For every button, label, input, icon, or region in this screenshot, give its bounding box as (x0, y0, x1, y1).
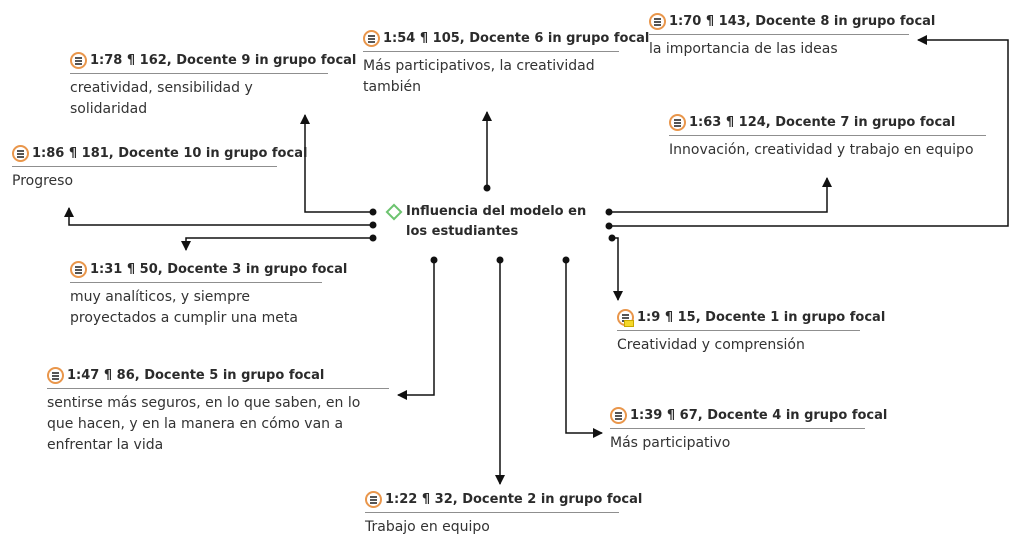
quote-ref: 1:70 ¶ 143, Docente 8 in grupo focal (669, 14, 936, 29)
quote-text: Más participativos, la creatividad tambi… (363, 58, 595, 95)
quote-node-docente-10[interactable]: 1:86 ¶ 181, Docente 10 in grupo focal Pr… (12, 145, 307, 192)
link-to-docente-10 (64, 207, 372, 226)
quote-text: Progreso (12, 173, 74, 189)
quote-node-docente-6[interactable]: 1:54 ¶ 105, Docente 6 in grupo focal Más… (363, 30, 649, 98)
quote-text: Innovación, creatividad y trabajo en equ… (669, 142, 974, 158)
quote-ref: 1:47 ¶ 86, Docente 5 in grupo focal (67, 368, 325, 383)
link-to-docente-3 (181, 237, 372, 251)
quote-icon (669, 114, 686, 131)
quote-header: 1:54 ¶ 105, Docente 6 in grupo focal (363, 30, 649, 52)
link-to-docente-8 (609, 35, 1009, 227)
quote-header: 1:47 ¶ 86, Docente 5 in grupo focal (47, 367, 389, 389)
link-origin-dot (562, 256, 570, 264)
quote-node-docente-8[interactable]: 1:70 ¶ 143, Docente 8 in grupo focal la … (649, 13, 935, 60)
quote-header: 1:22 ¶ 32, Docente 2 in grupo focal (365, 491, 642, 513)
quote-text: la importancia de las ideas (649, 41, 838, 57)
quote-node-docente-2[interactable]: 1:22 ¶ 32, Docente 2 in grupo focal Trab… (365, 491, 642, 538)
link-origin-dot (483, 184, 491, 192)
quote-header: 1:9 ¶ 15, Docente 1 in grupo focal (617, 309, 885, 331)
link-origin-dot (605, 222, 613, 230)
quote-ref: 1:39 ¶ 67, Docente 4 in grupo focal (630, 408, 888, 423)
quote-header: 1:70 ¶ 143, Docente 8 in grupo focal (649, 13, 935, 35)
quote-text: Trabajo en equipo (365, 519, 490, 535)
quote-header: 1:31 ¶ 50, Docente 3 in grupo focal (70, 261, 347, 283)
quote-ref: 1:78 ¶ 162, Docente 9 in grupo focal (90, 53, 357, 68)
quote-text: creatividad, sensibilidad y solidaridad (70, 80, 253, 117)
quote-header: 1:63 ¶ 124, Docente 7 in grupo focal (669, 114, 986, 136)
link-origin-dot (608, 234, 616, 242)
quote-text: sentirse más seguros, en lo que saben, e… (47, 395, 361, 453)
quote-ref: 1:9 ¶ 15, Docente 1 in grupo focal (637, 310, 886, 325)
quote-node-docente-3[interactable]: 1:31 ¶ 50, Docente 3 in grupo focal muy … (70, 261, 347, 329)
quote-ref: 1:63 ¶ 124, Docente 7 in grupo focal (689, 115, 956, 130)
quote-node-docente-7[interactable]: 1:63 ¶ 124, Docente 7 in grupo focal Inn… (669, 114, 986, 161)
quote-header: 1:39 ¶ 67, Docente 4 in grupo focal (610, 407, 887, 429)
link-origin-dot (605, 208, 613, 216)
quote-node-docente-1[interactable]: 1:9 ¶ 15, Docente 1 in grupo focal Creat… (617, 309, 885, 356)
quote-icon (617, 309, 634, 327)
quote-icon (70, 52, 87, 69)
quote-icon (610, 407, 627, 424)
link-to-docente-4 (565, 260, 603, 438)
link-to-docente-7 (609, 177, 832, 213)
quote-icon (363, 30, 380, 47)
quote-ref: 1:22 ¶ 32, Docente 2 in grupo focal (385, 492, 643, 507)
quote-node-docente-9[interactable]: 1:78 ¶ 162, Docente 9 in grupo focal cre… (70, 52, 356, 120)
diamond-icon (385, 203, 403, 221)
quote-ref: 1:31 ¶ 50, Docente 3 in grupo focal (90, 262, 348, 277)
link-to-docente-1 (612, 237, 623, 301)
link-origin-dot (430, 256, 438, 264)
quote-node-docente-4[interactable]: 1:39 ¶ 67, Docente 4 in grupo focal Más … (610, 407, 887, 454)
quote-icon (649, 13, 666, 30)
memo-icon (624, 320, 634, 327)
quote-icon (365, 491, 382, 508)
quote-icon (70, 261, 87, 278)
quote-ref: 1:54 ¶ 105, Docente 6 in grupo focal (383, 31, 650, 46)
quote-text: muy analíticos, y siempre proyectados a … (70, 289, 298, 326)
quote-ref: 1:86 ¶ 181, Docente 10 in grupo focal (32, 146, 308, 161)
quote-node-docente-5[interactable]: 1:47 ¶ 86, Docente 5 in grupo focal sent… (47, 367, 389, 456)
link-origin-dot (369, 208, 377, 216)
link-origin-dot (496, 256, 504, 264)
quote-icon (47, 367, 64, 384)
hub-label: Influencia del modelo en los estudiantes (406, 204, 587, 239)
quote-header: 1:86 ¶ 181, Docente 10 in grupo focal (12, 145, 307, 167)
link-to-docente-9 (300, 114, 372, 213)
link-origin-dot (369, 221, 377, 229)
link-to-docente-5 (397, 260, 435, 400)
quote-header: 1:78 ¶ 162, Docente 9 in grupo focal (70, 52, 356, 74)
hub-code-node[interactable]: Influencia del modelo en los estudiantes (385, 202, 601, 242)
quote-icon (12, 145, 29, 162)
quote-text: Creatividad y comprensión (617, 337, 805, 353)
quote-text: Más participativo (610, 435, 731, 451)
link-origin-dot (369, 234, 377, 242)
